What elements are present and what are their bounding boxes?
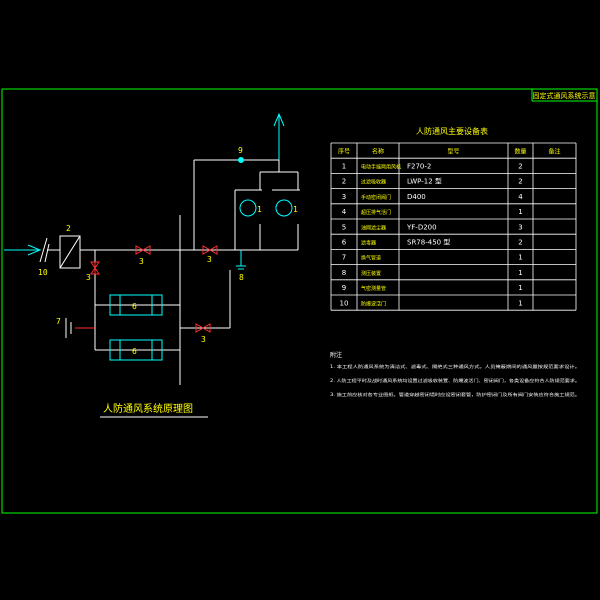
label-3-top-right: 3: [207, 255, 212, 264]
diagram-title: 人防通风系统原理图: [103, 402, 193, 415]
valve-icon: [90, 261, 100, 275]
label-3-inlet: 3: [86, 273, 91, 282]
table-cell: 5: [342, 223, 346, 231]
table-cell: 2: [518, 239, 522, 247]
pressure-point-icon: [238, 157, 244, 163]
table-cell-name: 防爆波活门: [361, 300, 386, 307]
table-cell: 2: [518, 178, 522, 186]
table-cell-model: SR78-450 型: [407, 238, 450, 247]
equipment-table: 序号 名称 型号 数量 备注 1 电动手摇两用风机 F270-2 2 2 过滤吸收器 LWP-12 型…: [330, 142, 577, 311]
label-2: 2: [66, 224, 71, 233]
table-cell: 6: [342, 239, 347, 247]
note-item: 3. 施工前应核对各专业图纸，管道穿越密闭墙时应设密闭套管，防护密闭门及所有阀门…: [330, 391, 580, 398]
table-cell: 2: [518, 163, 522, 171]
table-cell-name: 油网滤尘器: [361, 224, 386, 231]
table-cell: 4: [342, 208, 347, 216]
label-9: 9: [238, 146, 243, 155]
label-8: 8: [239, 273, 244, 282]
table-cell-model: YF-D200: [406, 223, 437, 231]
table-cell-model: F270-2: [407, 163, 431, 171]
table-cell: 1: [518, 299, 522, 307]
table-cell-name: 手动密闭阀门: [361, 194, 391, 201]
notes-heading: 附注: [330, 351, 342, 359]
table-cell-name: 气密测量管: [361, 285, 386, 292]
table-cell: 4: [518, 193, 523, 201]
table-cell: 1: [518, 208, 522, 216]
exhaust-arrow-icon: [273, 112, 285, 160]
label-7: 7: [56, 317, 61, 326]
table-header-cell: 名称: [372, 147, 384, 155]
table-cell-name: 超压排气活门: [361, 209, 391, 216]
table-cell-model: LWP-12 型: [407, 177, 442, 186]
fan-right-icon: [275, 199, 293, 217]
table-cell: 3: [518, 223, 522, 231]
title-block-text: 固定式通风系统示意: [533, 91, 596, 100]
table-cell: 9: [342, 284, 346, 292]
table-cell: 1: [518, 269, 522, 277]
drawing-frame: [1, 88, 598, 514]
table-header-cell: 型号: [447, 147, 459, 155]
inlet-arrow-icon: [4, 244, 42, 256]
label-3-top-mid: 3: [139, 257, 144, 266]
filter-absorber-bottom: [109, 339, 163, 361]
valve-icon: [202, 245, 218, 255]
pressure-gauge-icon: [236, 250, 246, 270]
filter-absorber-top: [109, 294, 163, 316]
table-cell-model: D400: [407, 193, 426, 201]
table-header-cell: 备注: [548, 147, 560, 155]
table-cell-name: 测压装置: [361, 270, 381, 277]
label-10: 10: [38, 268, 48, 277]
label-6-bottom: 6: [132, 347, 137, 356]
note-item: 2. 人防工程平时及战时通风系统均设置过滤吸收装置、防爆波活门、密闭阀门，各类设…: [330, 377, 580, 384]
table-title: 人防通风主要设备表: [416, 126, 488, 136]
valve-icon: [135, 245, 151, 255]
fan-left-icon: [239, 199, 257, 217]
table-cell: 2: [342, 178, 346, 186]
table-cell-name: 换气管道: [361, 255, 381, 262]
notes-list: 1. 本工程人防通风系统为清洁式、滤毒式、隔绝式三种通风方式，人员掩蔽期间的通风…: [330, 363, 580, 398]
table-header-cell: 数量: [514, 147, 526, 155]
table-cell-name: 滤毒器: [361, 240, 376, 247]
label-3-bottom: 3: [201, 335, 206, 344]
schematic: [4, 112, 300, 385]
note-item: 1. 本工程人防通风系统为清洁式、滤毒式、隔绝式三种通风方式，人员掩蔽期间的通风…: [330, 363, 580, 370]
label-6-top: 6: [132, 302, 137, 311]
table-cell-name: 过滤吸收器: [361, 179, 386, 186]
blast-valve-icon: [39, 237, 60, 263]
label-1-left: 1: [257, 205, 262, 214]
table-cell-name: 电动手摇两用风机: [361, 164, 401, 171]
fan-assembly: [234, 160, 300, 251]
label-1-right: 1: [293, 205, 298, 214]
title-block: 固定式通风系统示意: [531, 89, 597, 102]
table-cell: 3: [342, 193, 346, 201]
table-cell: 1: [342, 163, 346, 171]
table-cell: 7: [342, 254, 346, 262]
table-cell: 10: [340, 299, 349, 307]
table-cell: 1: [518, 254, 522, 262]
table-cell: 1: [518, 284, 522, 292]
table-cell: 8: [342, 269, 346, 277]
dust-filter-icon: [59, 235, 81, 269]
valve-icon: [195, 323, 211, 333]
gas-sampling-icon: [65, 318, 72, 338]
table-header-cell: 序号: [338, 147, 350, 155]
